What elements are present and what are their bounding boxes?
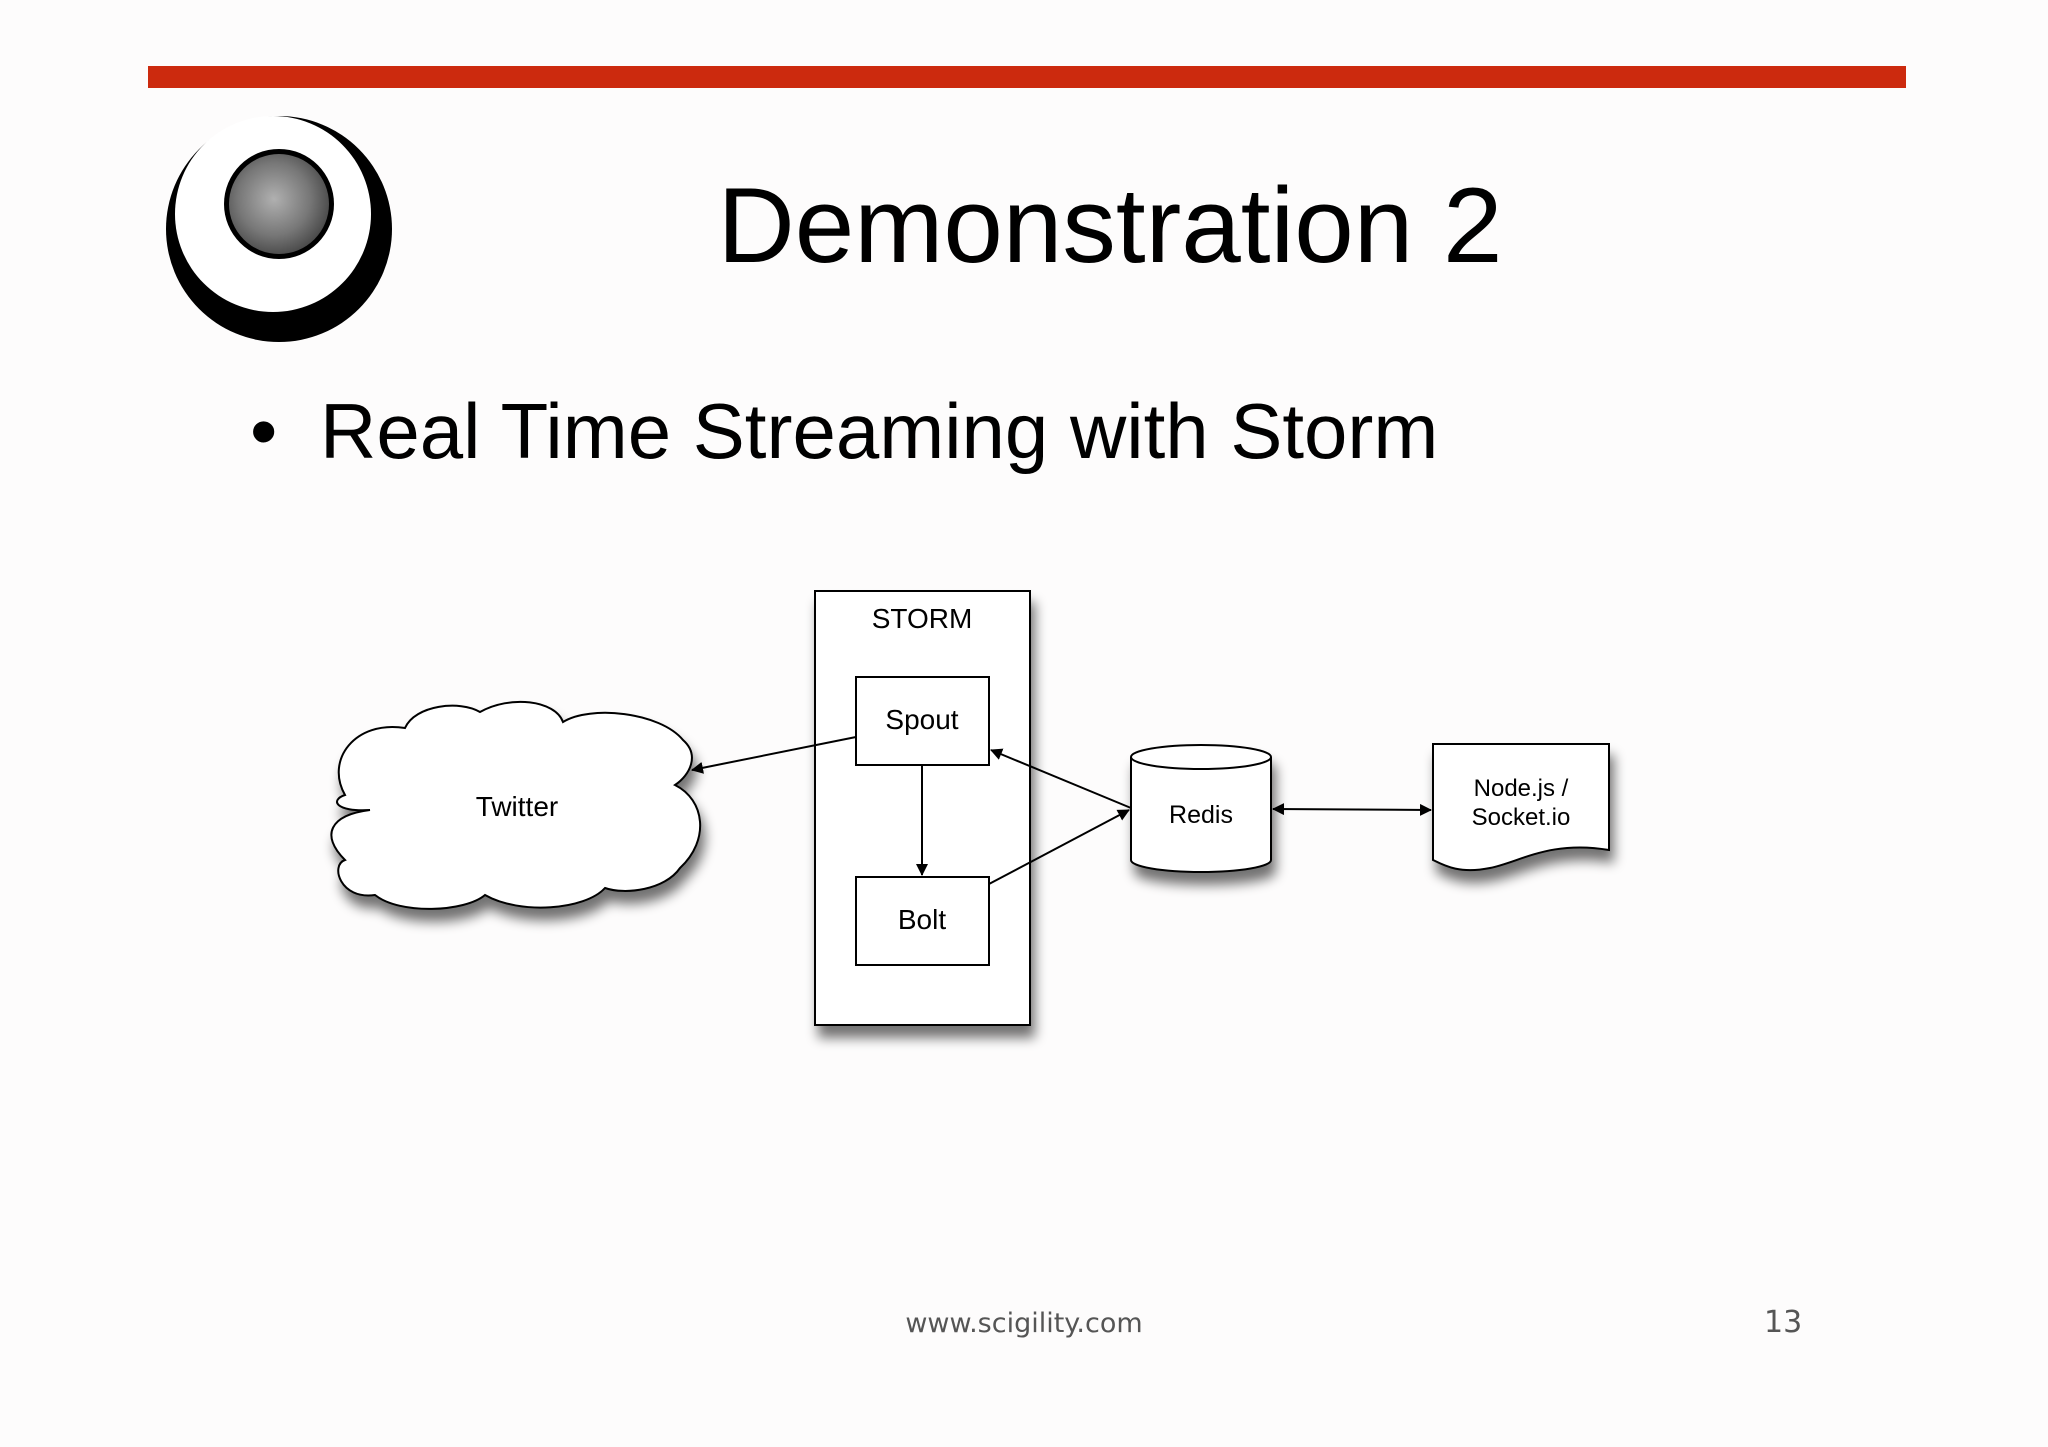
edge-bolt-to-redis (988, 809, 1130, 885)
slide-title: Demonstration 2 (717, 165, 1503, 285)
bolt-label: Bolt (898, 904, 946, 935)
nodejs-socketio-document-node: Node.js / Socket.io (1432, 743, 1610, 872)
spout-label: Spout (885, 704, 958, 735)
redis-database-node: Redis (1130, 744, 1272, 873)
bolt-node: Bolt (855, 876, 990, 966)
edge-redis-nodejs-bidirectional (1272, 803, 1432, 816)
nodejs-label-line1: Node.js / (1474, 775, 1569, 802)
twitter-cloud-node: Twitter (330, 700, 702, 910)
storm-container-label: STORM (872, 603, 973, 634)
nodejs-label-line2: Socket.io (1472, 804, 1571, 831)
edge-redis-to-spout (990, 748, 1132, 809)
bullet-marker: • (250, 387, 278, 475)
spout-node: Spout (855, 676, 990, 766)
bullet-item: •Real Time Streaming with Storm (250, 392, 1438, 470)
page-number: 13 (1764, 1305, 1803, 1340)
footer-url: www.scigility.com (905, 1308, 1143, 1339)
bullet-text: Real Time Streaming with Storm (320, 387, 1439, 475)
edge-spout-to-twitter (691, 736, 857, 774)
twitter-label: Twitter (476, 791, 558, 822)
top-accent-bar (148, 66, 1906, 88)
redis-label: Redis (1169, 801, 1233, 829)
target-ring-logo-icon (166, 116, 392, 342)
